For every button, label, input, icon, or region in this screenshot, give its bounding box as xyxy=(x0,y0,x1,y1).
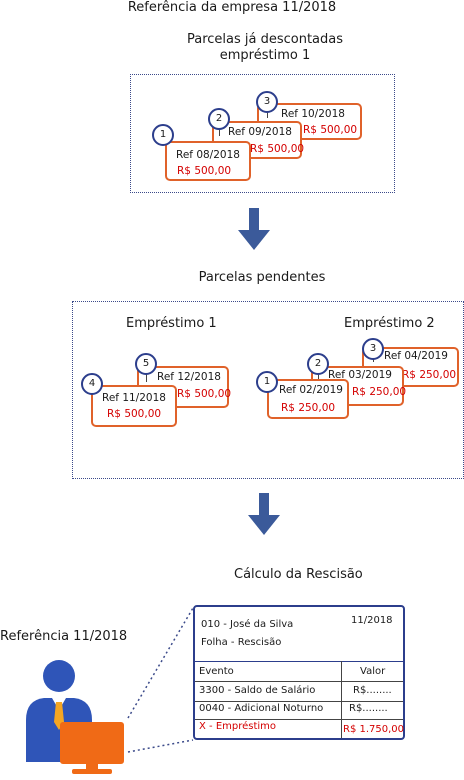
deducted-card-3-value: R$ 500,00 xyxy=(303,124,358,136)
doc-row-divider xyxy=(195,681,403,682)
doc-col-event: Evento xyxy=(199,666,234,677)
loan2-card-1-ref: Ref 02/2019 xyxy=(279,384,343,396)
doc-sheet: Folha - Rescisão xyxy=(201,637,282,648)
pending-title: Parcelas pendentes xyxy=(198,270,326,285)
doc-row-divider xyxy=(195,701,403,702)
deducted-installments-box xyxy=(130,74,395,193)
doc-date: 11/2018 xyxy=(351,615,393,626)
doc-row-divider xyxy=(195,719,403,720)
doc-employee: 010 - José da Silva xyxy=(201,619,294,630)
doc-row-value: R$........ xyxy=(349,703,388,714)
down-arrow-icon xyxy=(238,208,270,250)
doc-row-value-loan: R$ 1.750,00 xyxy=(343,724,405,735)
loan1-card-4-value: R$ 500,00 xyxy=(107,408,162,420)
loan2-card-2-ref: Ref 03/2019 xyxy=(328,369,392,381)
doc-col-value: Valor xyxy=(360,666,386,677)
deducted-card-2-ref: Ref 09/2018 xyxy=(228,126,292,138)
loan1-card-4: Ref 11/2018 R$ 500,00 xyxy=(91,385,177,427)
employee-at-computer-icon xyxy=(26,660,124,774)
loan1-card-4-ref: Ref 11/2018 xyxy=(102,392,166,404)
doc-row-event: 3300 - Saldo de Salário xyxy=(199,685,316,696)
deducted-card-1-value: R$ 500,00 xyxy=(177,165,232,177)
connector-line xyxy=(146,372,147,382)
doc-col-divider xyxy=(341,661,342,738)
loan1-card-5-value: R$ 500,00 xyxy=(177,388,232,400)
doc-row-event-loan: X - Empréstimo xyxy=(199,721,277,732)
loan1-card-5-ref: Ref 12/2018 xyxy=(157,371,221,383)
deducted-card-2: Ref 09/2018 R$ 500,00 xyxy=(212,121,305,159)
loan1-label: Empréstimo 1 xyxy=(126,316,217,331)
company-reference-title: Referência da empresa 11/2018 xyxy=(127,0,337,15)
loan2-card-1-value: R$ 250,00 xyxy=(281,402,336,414)
doc-row-value: R$........ xyxy=(353,685,392,696)
loan2-card-1: Ref 02/2019 R$ 250,00 xyxy=(267,379,349,419)
doc-row-event: 0040 - Adicional Noturno xyxy=(199,703,324,714)
loan2-card-2-value: R$ 250,00 xyxy=(352,386,407,398)
loan2-card-3-ref: Ref 04/2019 xyxy=(384,350,448,362)
deducted-card-2-value: R$ 500,00 xyxy=(250,143,305,155)
deducted-card-3-ref: Ref 10/2018 xyxy=(281,108,345,120)
loan1-circle-5: 5 xyxy=(135,353,157,375)
loan2-card-3-value: R$ 250,00 xyxy=(402,369,457,381)
loan1-circle-4: 4 xyxy=(81,373,103,395)
deducted-circle-1: 1 xyxy=(152,124,174,146)
deducted-circle-3: 3 xyxy=(256,91,278,113)
deducted-card-1-ref: Ref 08/2018 xyxy=(176,149,240,161)
deducted-title-line2: empréstimo 1 xyxy=(219,48,311,63)
deducted-circle-2: 2 xyxy=(208,108,230,130)
loan2-circle-2: 2 xyxy=(307,353,329,375)
loan2-label: Empréstimo 2 xyxy=(344,316,435,331)
loan2-circle-3: 3 xyxy=(362,338,384,360)
doc-divider xyxy=(195,661,403,662)
loan2-circle-1: 1 xyxy=(256,371,278,393)
connector-line xyxy=(318,370,319,380)
calc-title: Cálculo da Rescisão xyxy=(234,567,363,582)
down-arrow-icon xyxy=(248,493,280,535)
deducted-card-1: Ref 08/2018 R$ 500,00 xyxy=(165,141,251,181)
connector-line xyxy=(219,126,220,136)
calc-reference-label: Referência 11/2018 xyxy=(0,629,128,644)
connector-line xyxy=(267,108,268,118)
deducted-title-line1: Parcelas já descontadas xyxy=(186,32,344,47)
termination-document: 010 - José da Silva 11/2018 Folha - Resc… xyxy=(193,605,405,740)
